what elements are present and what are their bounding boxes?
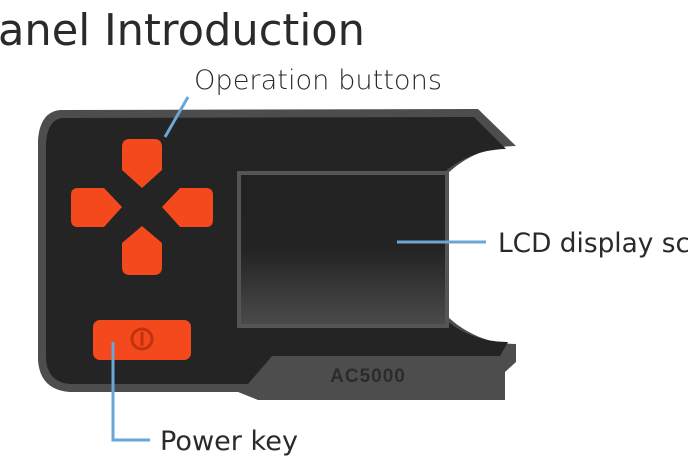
left-button[interactable]: [71, 188, 122, 227]
page-title: anel Introduction: [0, 5, 365, 56]
power-icon: [130, 327, 154, 351]
down-button[interactable]: [122, 226, 162, 275]
power-key-label: Power key: [160, 426, 298, 457]
right-button[interactable]: [162, 188, 213, 227]
operation-buttons-label: Operation buttons: [194, 65, 442, 96]
lcd-display: [237, 171, 449, 328]
power-button[interactable]: [93, 320, 191, 360]
leader-lines: [111, 96, 486, 442]
power-leader-line: [111, 342, 150, 442]
model-label: AC5000: [330, 366, 406, 387]
operation-leader-line: [163, 96, 190, 138]
operation-buttons: [71, 139, 213, 275]
up-button[interactable]: [122, 139, 162, 188]
lcd-display-label: LCD display sc: [498, 228, 688, 259]
